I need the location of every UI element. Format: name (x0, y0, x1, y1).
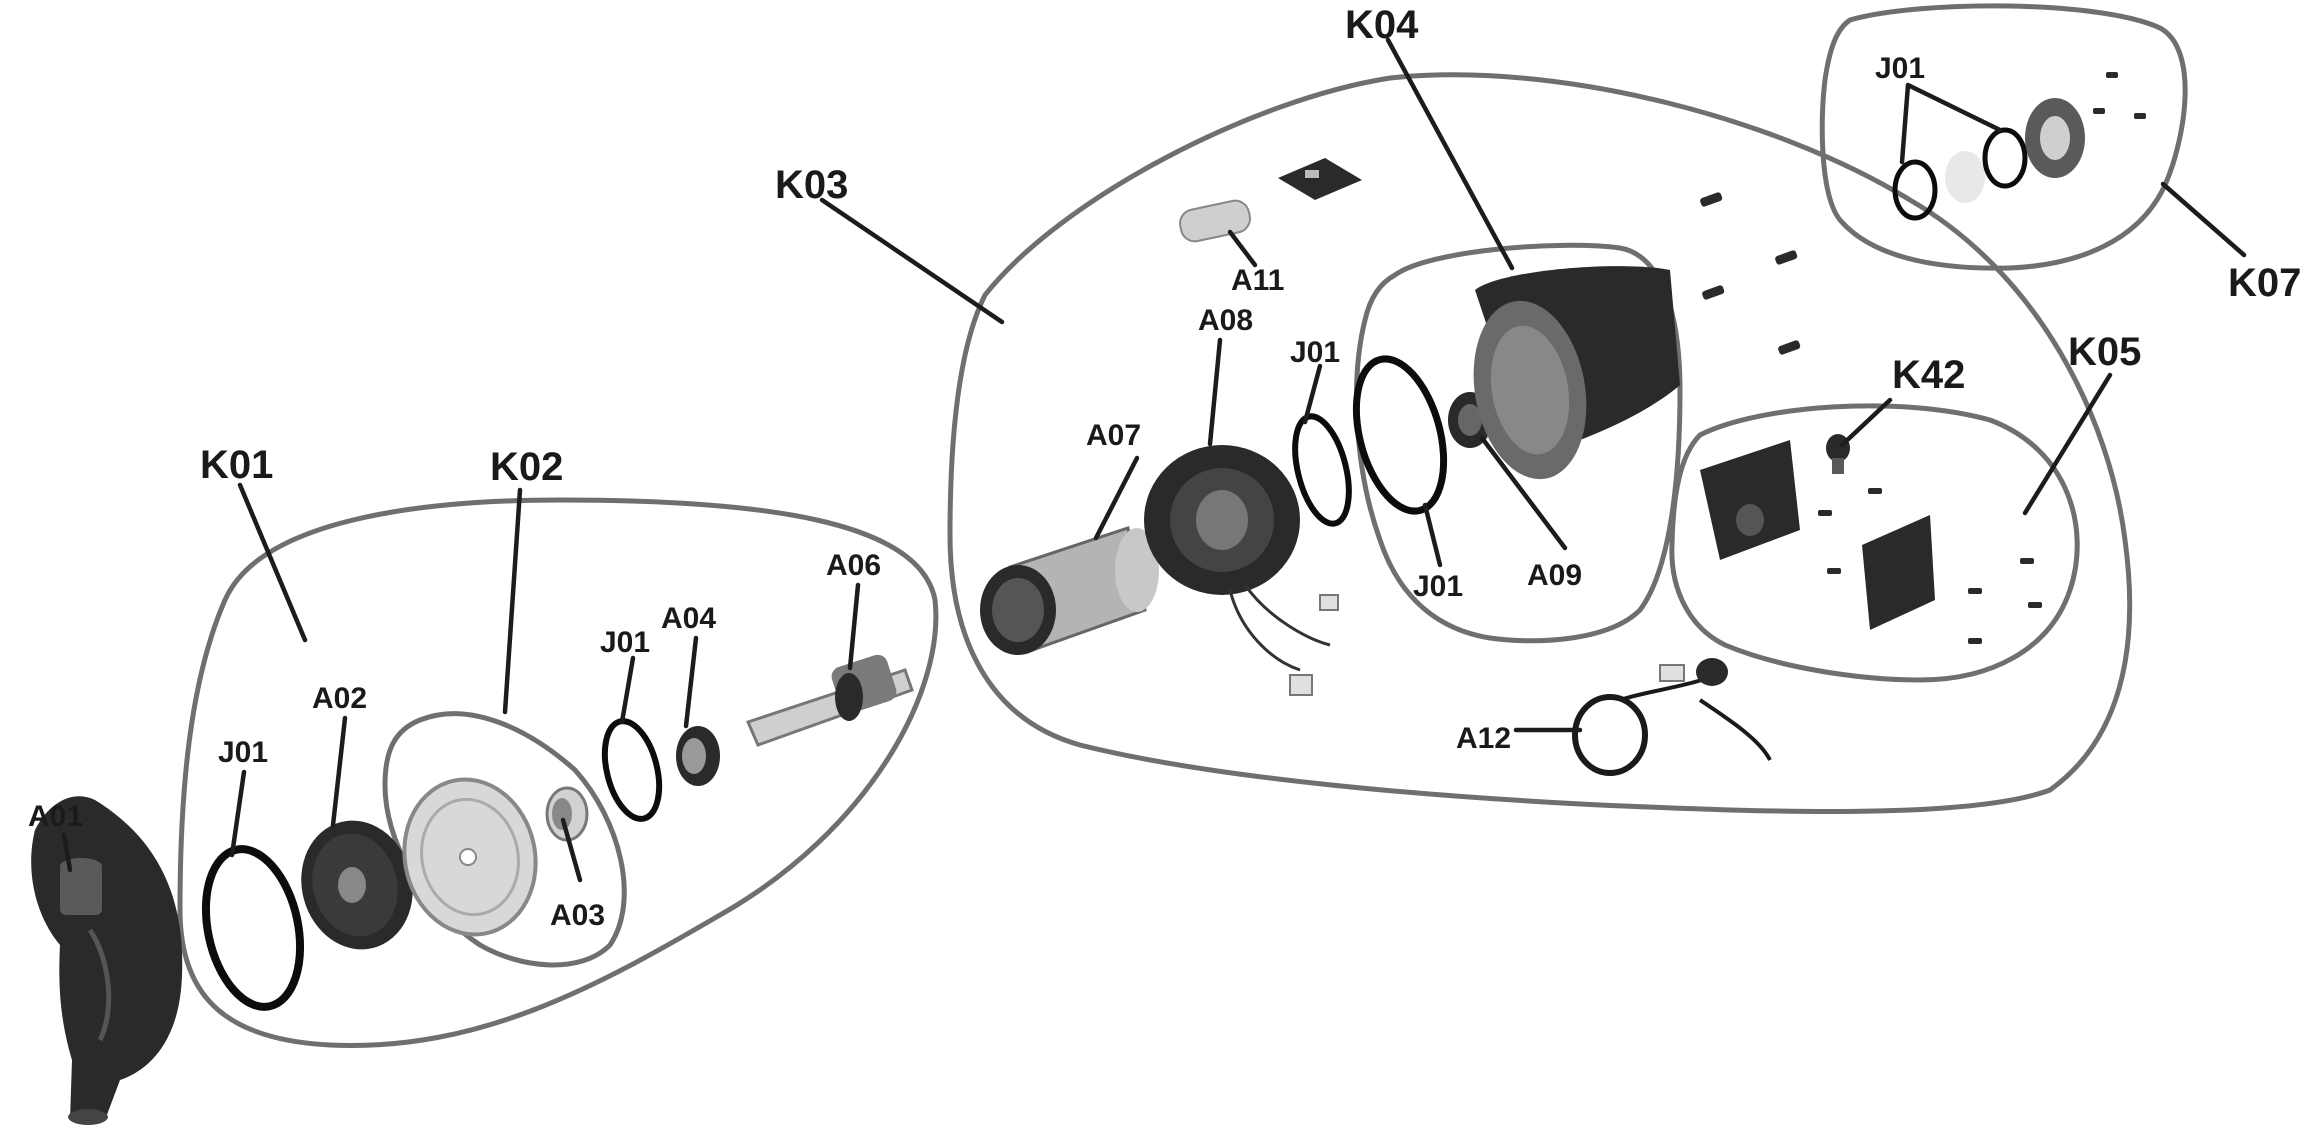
diffuser-plate-part (402, 777, 538, 937)
a01-label: A01 (28, 800, 83, 833)
a07-label: A07 (1086, 419, 1141, 452)
j01-k03-label: J01 (1290, 336, 1340, 369)
k42-label: K42 (1892, 353, 1965, 397)
a02-label: A02 (312, 682, 367, 715)
k05-label: K05 (2068, 330, 2141, 374)
k02-leader (502, 487, 523, 715)
capacitor-part (1179, 199, 1251, 243)
k07-disc-part (1945, 151, 1985, 203)
k07-flange-part (2025, 98, 2085, 178)
k42-gland-part (1826, 434, 1850, 474)
k03-leader (819, 197, 1005, 325)
j01-k01-label: J01 (218, 736, 268, 769)
k01-label: K01 (200, 443, 273, 487)
k02-label: K02 (490, 445, 563, 489)
a03-leader (560, 817, 583, 883)
seal-front-part (545, 786, 589, 842)
k07-group-outline (1819, 3, 2188, 271)
impeller-part (301, 820, 413, 950)
j01-k03-leader (1302, 363, 1323, 425)
shaft-rotor-part (745, 654, 914, 747)
j01-k01b-label: J01 (600, 626, 650, 659)
j01-k07-leader (1899, 82, 2003, 165)
a06-label: A06 (826, 549, 881, 582)
k07-oring-left-part (1892, 159, 1938, 221)
k07-oring-right-part (1982, 127, 2028, 189)
small-oring-part (601, 718, 663, 822)
terminal-box-part (1700, 440, 1800, 560)
a11-leader (1227, 229, 1258, 268)
circuit-board-part (1278, 158, 1362, 200)
k03-group-outline (947, 72, 2133, 815)
k07-screws-part (2093, 72, 2146, 119)
pump-housing-part (31, 796, 183, 1125)
k42-leader (1839, 397, 1893, 448)
screws-part (1700, 192, 1801, 355)
j01-k07-label: J01 (1875, 52, 1925, 85)
k05-group-outline (1669, 403, 2080, 683)
j01-k04-label: J01 (1413, 570, 1463, 603)
k03-label: K03 (775, 163, 848, 207)
k07-leader (2160, 181, 2247, 258)
a07-leader (1093, 455, 1140, 541)
k05-screws-part (1818, 488, 2042, 644)
k04-oring-part (1352, 355, 1448, 515)
k04-leader (1385, 37, 1515, 271)
stator-tube-part (980, 526, 1159, 655)
k07-label: K07 (2228, 261, 2301, 305)
seal-part (676, 726, 720, 786)
k01-oring-part (201, 845, 305, 1011)
a08-label: A08 (1198, 304, 1253, 337)
a11-label: A11 (1231, 264, 1284, 297)
a12-label: A12 (1456, 722, 1511, 755)
k05-leader (2022, 372, 2113, 516)
a06-leader (847, 582, 861, 671)
terminal-box-cover-part (1862, 515, 1935, 630)
k02-group-outline (382, 711, 627, 968)
a04-leader (683, 635, 699, 729)
stator-winding-part (1144, 445, 1339, 696)
a09-leader (1479, 435, 1568, 551)
power-cable-part (1572, 658, 1772, 776)
j01-k01-leader (229, 769, 247, 858)
a03-label: A03 (550, 899, 605, 932)
motor-cover-part (1473, 266, 1680, 480)
a04-label: A04 (661, 602, 716, 635)
k01-leader (237, 482, 308, 643)
a01-leader (61, 832, 73, 873)
a02-leader (330, 715, 348, 828)
a08-leader (1207, 337, 1223, 447)
a09-label: A09 (1527, 559, 1582, 592)
k01-group-outline (177, 497, 939, 1049)
j01-k01b-leader (619, 655, 636, 725)
k04-label: K04 (1345, 3, 1419, 47)
j01-k04-leader (1422, 502, 1443, 568)
